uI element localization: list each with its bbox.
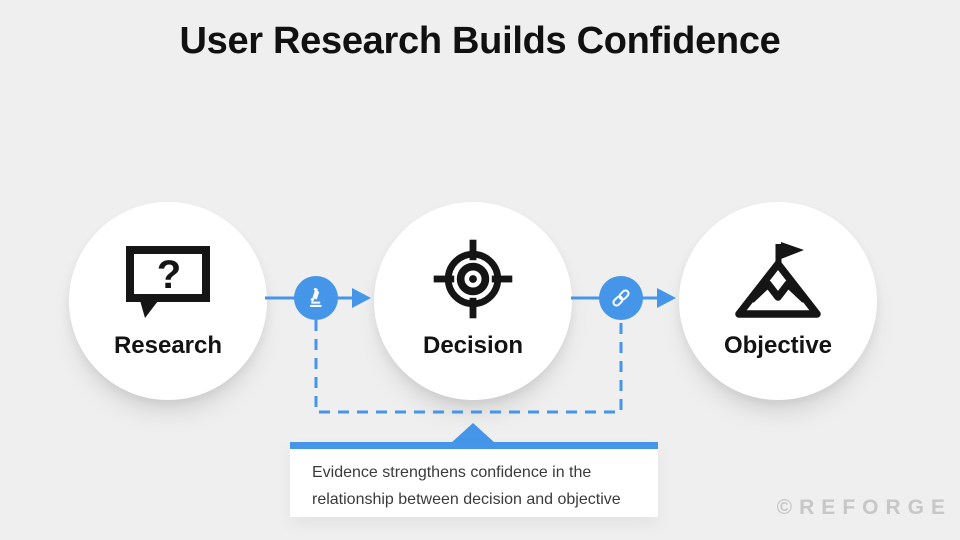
callout-text: Evidence strengthens confidence in the r… (290, 449, 658, 513)
link-icon (612, 289, 630, 307)
reforge-watermark: ©REFORGE (776, 496, 952, 519)
decision-to-objective-arrowhead (657, 288, 676, 308)
node-research-label: Research (113, 332, 223, 359)
mountain-flag-icon (735, 242, 821, 318)
question-mark-glyph: ? (157, 253, 181, 297)
question-speech-bubble-icon: ? (126, 246, 210, 318)
callout-pointer-triangle (451, 423, 495, 443)
node-decision: Decision (374, 202, 572, 400)
node-research: ? Research (69, 202, 267, 400)
node-objective-label: Objective (723, 332, 833, 359)
research-to-decision-arrowhead (352, 288, 371, 308)
callout-accent-bar (290, 442, 658, 449)
evidence-chip (294, 276, 338, 320)
link-chip (599, 276, 643, 320)
target-icon (433, 239, 513, 319)
callout-line-2: relationship between decision and object… (312, 491, 621, 508)
microscope-icon (309, 287, 322, 307)
slide-title: User Research Builds Confidence (179, 20, 781, 62)
callout: Evidence strengthens confidence in the r… (290, 442, 658, 517)
node-decision-label: Decision (422, 332, 524, 359)
node-objective: Objective (679, 202, 877, 400)
callout-line-1: Evidence strengthens confidence in the (312, 464, 592, 481)
